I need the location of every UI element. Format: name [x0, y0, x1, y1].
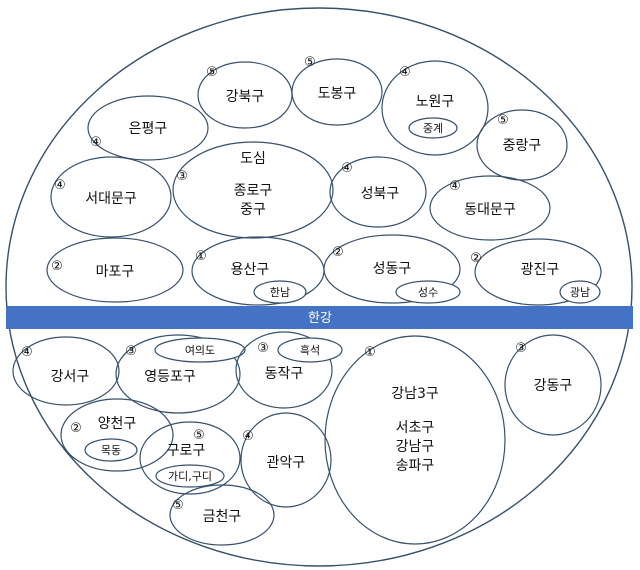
grade-mark: ② — [51, 259, 63, 274]
subarea-pill — [395, 280, 461, 304]
district-yangcheon: 양천구 목동 ② — [60, 398, 174, 472]
district-label: 도심 — [240, 151, 266, 167]
subarea-label: 광남 — [570, 286, 590, 299]
district-label: 영등포구 — [144, 369, 196, 385]
district-label: 양천구 — [98, 416, 137, 432]
grade-mark: ⑤ — [304, 55, 316, 70]
grade-mark: ④ — [341, 161, 353, 176]
subarea-pill — [155, 464, 225, 488]
district-gangnam3: 강남3구 서초구 강남구 송파구 ① — [324, 335, 506, 545]
district-dobong: 도봉구 ⑤ — [291, 55, 383, 126]
seoul-outline — [5, 7, 633, 567]
district-seongdong: 성동구 성수 ② — [323, 234, 461, 304]
district-eunpyeong: 은평구 ④ — [87, 95, 209, 161]
subarea-label: 가디,구디 — [168, 470, 212, 483]
subarea-label: 목동 — [101, 444, 121, 457]
district-label: 종로구 — [234, 183, 273, 199]
district-label: 강북구 — [226, 89, 265, 105]
district-dongjak: 동작구 흑석 ③ — [235, 331, 343, 409]
grade-mark: ⑤ — [172, 498, 184, 513]
district-label: 성동구 — [373, 261, 412, 277]
grade-mark: ③ — [176, 169, 188, 184]
grade-mark: ② — [332, 245, 344, 260]
district-geumcheon: 금천구 ⑤ — [169, 484, 275, 546]
river-label: 한강 — [308, 311, 332, 326]
subarea-label: 한남 — [270, 286, 290, 299]
district-dongdaemun: 동대문구 ④ — [429, 175, 551, 241]
subarea-pill — [253, 280, 307, 304]
district-label: 관악구 — [267, 455, 306, 471]
subarea-pill — [154, 337, 246, 363]
district-label: 강남구 — [396, 439, 435, 455]
district-seodaemun: 서대문구 ④ — [50, 156, 172, 238]
grade-mark: ① — [195, 249, 207, 264]
district-label: 서초구 — [396, 420, 435, 436]
grade-mark: ④ — [90, 135, 102, 150]
grade-mark: ④ — [54, 178, 66, 193]
grade-mark: ② — [70, 421, 82, 436]
district-label: 노원구 — [416, 94, 455, 110]
grade-mark: ④ — [21, 345, 33, 360]
grade-mark: ③ — [515, 341, 527, 356]
grade-mark: ⑤ — [206, 65, 218, 80]
district-label: 동작구 — [265, 366, 304, 382]
district-yongsan: 용산구 한남 ① — [191, 236, 325, 306]
district-label: 은평구 — [129, 121, 168, 137]
grade-mark: ② — [470, 251, 482, 266]
district-label: 송파구 — [396, 458, 435, 474]
district-gangseo: 강서구 ④ — [12, 336, 120, 406]
grade-mark: ③ — [257, 341, 269, 356]
district-label: 구로구 — [167, 443, 206, 459]
subarea-label: 흑석 — [300, 343, 320, 357]
district-seongbuk: 성북구 ④ — [329, 156, 427, 228]
grade-mark: ⑤ — [193, 428, 205, 443]
grade-mark: ④ — [242, 429, 254, 444]
subarea-pill — [559, 280, 601, 304]
grade-mark: ④ — [399, 65, 411, 80]
district-label: 성북구 — [361, 186, 400, 202]
district-mapo: 마포구 ② — [46, 237, 184, 303]
district-gangdong: 강동구 ③ — [504, 334, 602, 436]
subarea-label: 성수 — [418, 286, 438, 299]
district-jungnang: 중랑구 ⑤ — [476, 109, 568, 181]
district-label: 광진구 — [521, 262, 560, 278]
district-label: 중구 — [240, 202, 266, 218]
subarea-pill — [84, 438, 138, 462]
subarea-label: 중계 — [423, 122, 443, 135]
subarea-pill — [277, 337, 343, 363]
district-gwangjin: 광진구 광남 ② — [470, 238, 602, 306]
grade-mark: ⑤ — [497, 113, 509, 128]
district-yeongdeungpo: 영등포구 여의도 ③ — [115, 334, 246, 414]
district-label: 중랑구 — [503, 138, 542, 154]
district-label: 강남3구 — [391, 386, 439, 402]
district-label: 강동구 — [534, 378, 573, 394]
district-label: 금천구 — [203, 509, 242, 525]
district-label: 도봉구 — [318, 86, 357, 102]
grade-mark: ④ — [449, 179, 461, 194]
district-label: 동대문구 — [464, 202, 516, 218]
subarea-label: 여의도 — [185, 344, 215, 357]
han-river-band — [6, 306, 633, 329]
district-gwanak: 관악구 ④ — [240, 412, 332, 508]
subarea-pill — [408, 117, 458, 139]
district-guro: 구로구 가디,구디 ⑤ — [139, 421, 241, 495]
district-label: 마포구 — [96, 264, 135, 280]
district-label: 강서구 — [51, 369, 90, 385]
district-downtown: 도심 종로구 중구 ③ — [172, 141, 334, 239]
district-label: 서대문구 — [85, 191, 137, 207]
district-label: 용산구 — [231, 262, 270, 278]
grade-mark: ① — [364, 345, 376, 360]
grade-mark: ③ — [125, 344, 137, 359]
district-nowon: 노원구 중계 ④ — [381, 60, 489, 156]
